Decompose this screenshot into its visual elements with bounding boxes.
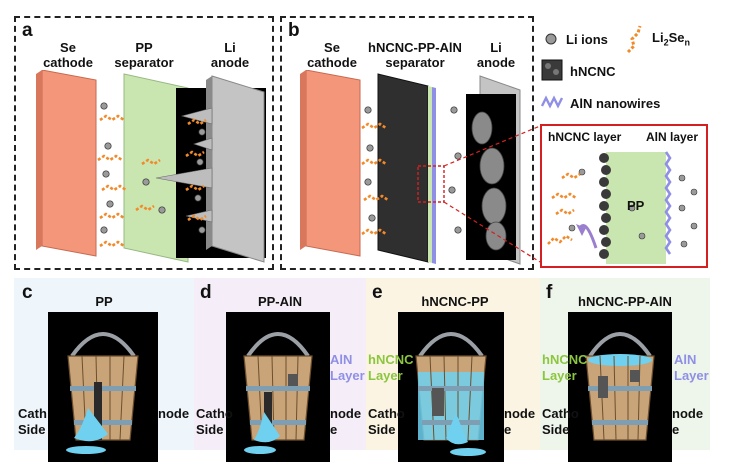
legend-li-ion-icon [545, 33, 557, 45]
panel-c-letter: c [22, 282, 33, 303]
inset-hncnc-label: hNCNC layer [548, 130, 622, 144]
legend-li2sen-icon [626, 25, 642, 54]
panel-e-title: hNCNC-PP [421, 294, 489, 309]
inset-hncnc-beads [599, 153, 611, 259]
inset-polyselenide [547, 172, 581, 245]
inset-aln-label: AlN layer [646, 130, 699, 144]
panel-e-letter: e [372, 282, 383, 303]
aln-layer-slab [432, 87, 436, 264]
panel-a-frame [14, 16, 274, 270]
bucket-image-f [568, 312, 672, 462]
inset-aln-wires [664, 151, 672, 255]
polyselenide-group [97, 114, 207, 248]
legend-li2sen-label: Li2Sen [652, 30, 690, 48]
panel-b-cell-diagram [300, 70, 521, 265]
legend-li-ions-label: Li ions [566, 32, 608, 47]
panel-d-title: PP-AlN [257, 294, 303, 309]
inset-frame [540, 124, 708, 268]
legend-hncnc-icon [541, 59, 563, 81]
panel-b-letter: b [288, 20, 300, 41]
panel-c-title: PP [95, 294, 113, 309]
panel-b-frame [280, 16, 534, 270]
inset-pp-label: PP [627, 198, 645, 213]
legend-aln-icon [540, 95, 564, 109]
smooth-anode-deposit-group [471, 111, 507, 251]
inset-pp-core [606, 152, 666, 264]
bucket-image-e [398, 312, 504, 462]
inset-zoom-diagram [547, 151, 698, 264]
panel-d-letter: d [200, 282, 212, 303]
dendrite [193, 137, 213, 151]
dendrite [185, 209, 213, 223]
li-ion-group [364, 106, 462, 234]
panel-a-letter: a [22, 20, 33, 41]
pp-core-slab [428, 86, 432, 263]
inset-li-ions [568, 168, 698, 248]
panel-c-anode-side: node [158, 406, 190, 421]
zoom-region-box [417, 165, 445, 203]
panel-a-cell-diagram [36, 70, 266, 263]
panel-f-letter: f [546, 282, 553, 303]
dendrite [155, 167, 213, 189]
bucket-image-d [226, 312, 330, 462]
li-ion-group [100, 102, 206, 234]
legend-hncnc-label: hNCNC [570, 64, 616, 79]
legend-aln-label: AlN nanowires [570, 96, 661, 111]
panel-f-title: hNCNC-PP-AlN [578, 294, 672, 309]
bucket-image-c [48, 312, 158, 462]
